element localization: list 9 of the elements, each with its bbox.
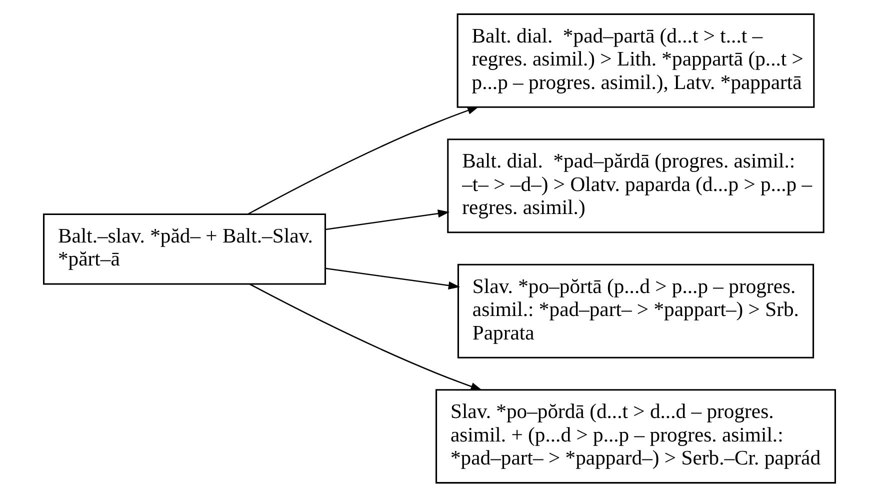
node-box: Slav. *po–pŏrdā (d...t > d...d – progres. asimil. + (p...d > p...p – progres. asimil.: *pad–part– > *pappard–) > Serb.–Cr. paprád — [436, 388, 836, 484]
node-box: Balt.–slav. *păd– + Balt.–Slav. *părt–ā — [43, 213, 326, 284]
arrow — [325, 267, 460, 289]
arrow — [247, 106, 480, 214]
arrow — [325, 209, 450, 230]
node-box: Slav. *po–pŏrtā (p...d > p...p – progres. asimil.: *pad–part– > *pappart–) > Srb. Paprata — [457, 263, 814, 358]
arrow — [250, 283, 482, 390]
node-box: Balt. dial. *pad–partā (d...t > t...t – regres. asimil.) > Lith. *pappartā (p...t > p...p – progres. asimil.), Latv. *pappartā — [456, 12, 815, 108]
node-box: Balt. dial. *pad–părdā (progres. asimil.: –t– > –d–) > Olatv. paparda (d...p > p...p – regres. asimil.) — [447, 138, 824, 233]
